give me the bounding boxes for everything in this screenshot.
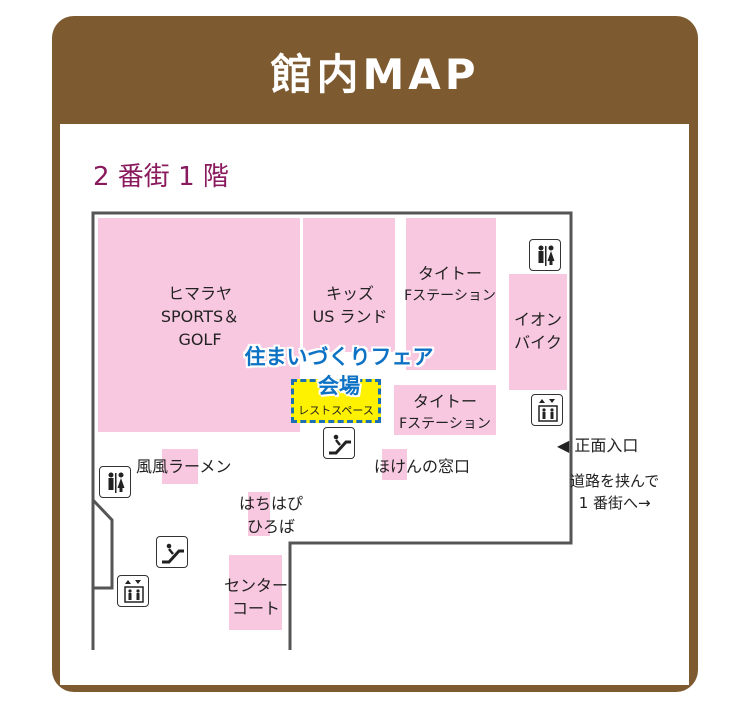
label-taito-2: タイトー Fステーション	[399, 392, 491, 432]
escalator-icon	[156, 536, 188, 568]
label-center-court: センター コート	[223, 576, 288, 618]
rest-space-area[interactable]	[291, 379, 381, 423]
restroom-icon	[99, 466, 131, 498]
label-hoken: ほけんの窓口	[374, 457, 471, 476]
restroom-icon	[529, 239, 561, 271]
store-center-court[interactable]	[229, 555, 282, 630]
entrance-note: 道路を挟んで 1 番街へ→	[570, 472, 660, 512]
label-hachihapi: はちはぴ ひろば	[238, 494, 303, 536]
label-fufu-ramen: 風風ラーメン	[136, 457, 232, 476]
page-title: 館内MAP	[270, 50, 480, 99]
store-fufu-ramen[interactable]	[162, 449, 198, 484]
store-taito-station-2[interactable]	[394, 385, 496, 435]
label-aeon-bike: イオン バイク	[513, 310, 562, 352]
event-venue: 会場	[318, 374, 360, 398]
store-himaraya[interactable]	[98, 218, 300, 432]
elevator-icon	[117, 575, 149, 607]
store-hachihapi-hiroba[interactable]	[248, 492, 270, 536]
floor-label: 2 番街 1 階	[93, 162, 229, 192]
label-taito-1: タイトー Fステーション	[404, 264, 496, 304]
store-hoken-madoguchi[interactable]	[382, 449, 407, 480]
store-kids-us-land[interactable]	[303, 218, 395, 352]
store-aeon-bike[interactable]	[509, 274, 567, 390]
event-title: 住まいづくりフェア	[244, 345, 434, 369]
label-kids: キッズ US ランド	[312, 284, 388, 326]
elevator-icon	[531, 394, 563, 426]
store-taito-station-1[interactable]	[406, 218, 496, 370]
escalator-icon	[323, 427, 355, 459]
label-himaraya: ヒマラヤ SPORTS＆ GOLF	[160, 284, 240, 349]
rest-space-label: レストスペース	[298, 404, 374, 417]
main-entrance-label: ◀ 正面入口	[557, 436, 639, 455]
